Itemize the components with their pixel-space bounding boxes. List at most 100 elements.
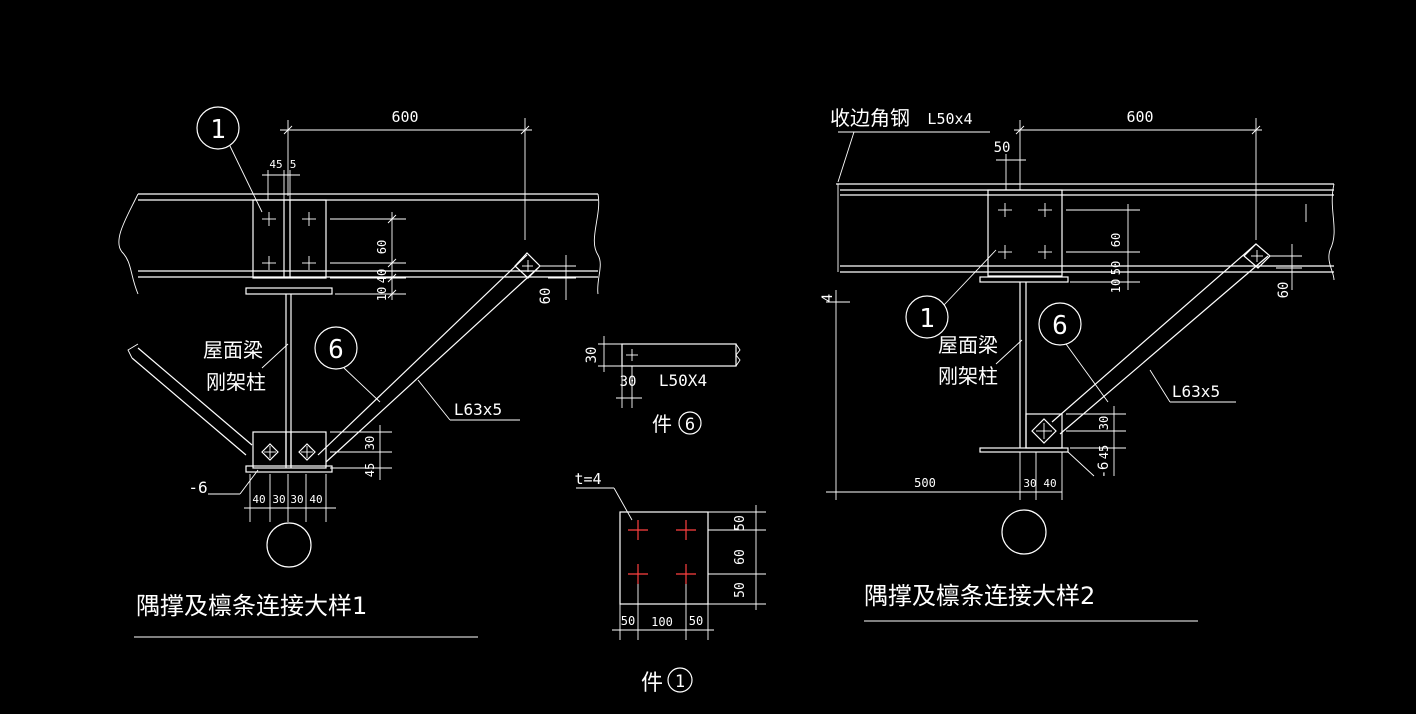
edge-angle-label-2: 收边角钢 <box>830 106 910 130</box>
dim-50-label-2: 50 <box>994 140 1011 156</box>
bottom-plate-1 <box>245 431 333 473</box>
dim-600-label-1: 600 <box>391 108 418 126</box>
bolts-1 <box>262 212 316 270</box>
beam-column-leader-1 <box>261 343 289 369</box>
callout-6-leader-2 <box>1065 343 1109 403</box>
plate-label-1: -6 <box>188 478 207 497</box>
dim-10-v-label-2: 10 <box>1109 279 1123 293</box>
dim-60-diag-label-1: 60 <box>538 288 554 305</box>
dim-600-label-2: 600 <box>1126 108 1153 126</box>
detail-1-title: 隅撑及檩条连接大样1 <box>136 592 367 620</box>
part-6-dims <box>598 336 642 408</box>
part-1-dim-bottom-3: 50 <box>689 614 703 628</box>
part-1: t=4 50 60 50 50 100 50 件 <box>574 470 766 696</box>
detail-1: 1 6 600 45 5 <box>118 106 601 638</box>
part-6-dim-30-h: 30 <box>620 374 637 390</box>
dim-45-5-1 <box>262 170 300 200</box>
part-6-dim-30-v: 30 <box>584 347 600 364</box>
dim-50-v-label-2: 50 <box>1109 261 1123 275</box>
dim-600-2 <box>1014 118 1262 240</box>
callout-1-leader-2 <box>943 249 997 306</box>
column-label-2: 刚架柱 <box>938 364 998 388</box>
plate-label-2: -6 <box>1096 462 1112 479</box>
dim-4-label-2: 4 <box>820 294 836 302</box>
dim-30-v-label-2: 30 <box>1097 416 1111 430</box>
beam-label-1: 屋面梁 <box>203 338 263 362</box>
dim-60-diag-1 <box>540 255 576 300</box>
column-label-1: 刚架柱 <box>206 370 266 394</box>
plate-leader-1 <box>239 469 259 495</box>
part-6-number-circle <box>678 411 702 435</box>
callout-6-leader <box>343 367 381 403</box>
callout-6-number: 6 <box>328 335 344 365</box>
part-1-label: 件 <box>641 671 663 696</box>
callout-6-circle-2 <box>1038 302 1082 346</box>
dim-bottom-right-1 <box>330 425 392 480</box>
dim-60-v-label-2: 60 <box>1109 233 1123 247</box>
beam-column-leader-2 <box>995 339 1023 365</box>
angle-label-1: L63x5 <box>454 400 502 419</box>
beam-connection-plate-1 <box>245 199 333 295</box>
bottom-dim-label-4: 40 <box>309 493 322 506</box>
callout-1-leader <box>229 145 263 213</box>
part-1-number: 1 <box>675 672 685 692</box>
bottom-dim-label-2: 30 <box>272 493 285 506</box>
brace-left-1 <box>127 343 253 456</box>
edge-angle-leader-2 <box>837 131 855 183</box>
dim-50-2 <box>996 154 1026 190</box>
dim-45-v-label-2: 45 <box>1097 445 1111 459</box>
angle-label-2: L63x5 <box>1172 382 1220 401</box>
dim-500-label-2: 500 <box>914 476 936 490</box>
callout-6-number-2: 6 <box>1052 311 1068 341</box>
callout-1-number: 1 <box>210 115 226 145</box>
part-6-angle <box>621 343 737 367</box>
dim-vertical-2 <box>1066 204 1140 290</box>
bolts-2 <box>998 203 1052 259</box>
part-6-number: 6 <box>685 415 695 435</box>
part-1-dims-right <box>708 505 766 610</box>
part-1-dim-bottom-2: 100 <box>651 615 673 629</box>
callout-1-circle <box>196 106 240 150</box>
angle-leader-1 <box>417 379 451 421</box>
detail-2-title: 隅撑及檩条连接大样2 <box>864 582 1095 610</box>
part-6-label: 件 <box>652 412 672 436</box>
roof-beam-1 <box>118 193 601 295</box>
dim-60-diag-label-2: 60 <box>1276 282 1292 299</box>
dim-10-v-label-1: 10 <box>375 287 389 301</box>
bottom-dim-label-1: 40 <box>252 493 265 506</box>
dim-30-label-2: 30 <box>1023 477 1036 490</box>
dim-30-v-label-1: 30 <box>363 436 377 450</box>
dim-40-label-2: 40 <box>1043 477 1056 490</box>
callout-6-circle <box>314 326 358 370</box>
dim-45-v-label-1: 45 <box>363 463 377 477</box>
part-1-dim-bottom-1: 50 <box>621 614 635 628</box>
part-1-dim-right-3: 50 <box>733 582 748 598</box>
part-6: 30 30 L50X4 件 6 <box>584 336 741 436</box>
column-section-circle-2 <box>1001 509 1047 555</box>
callout-1-circle-2 <box>905 295 949 339</box>
dim-bottom-right-2 <box>1066 406 1126 476</box>
brace-right-1 <box>317 252 541 463</box>
detail-2: 收边角钢 L50x4 600 50 60 50 10 <box>820 106 1335 622</box>
part-1-dims-bottom <box>612 584 714 640</box>
part-1-plate <box>619 511 709 605</box>
beam-label-2: 屋面梁 <box>938 333 998 357</box>
part-1-bolt-holes <box>628 520 696 584</box>
dim-600-1 <box>280 118 532 240</box>
dim-vertical-1 <box>330 212 406 300</box>
dim-5-label-1: 5 <box>290 158 297 171</box>
part-1-number-circle <box>667 667 693 693</box>
part-1-thickness: t=4 <box>574 470 601 488</box>
dim-60-diag-2 <box>1270 244 1302 290</box>
part-1-dim-right-1: 50 <box>733 515 748 531</box>
dim-45-label-1: 45 <box>269 158 282 171</box>
dim-60-v-label-1: 60 <box>375 240 389 254</box>
roof-beam-2 <box>836 183 1335 281</box>
column-1 <box>285 294 292 466</box>
part-1-dim-right-2: 60 <box>733 549 748 565</box>
plate-leader-2 <box>1067 451 1095 477</box>
bottom-dim-label-3: 30 <box>290 493 303 506</box>
part-6-size: L50X4 <box>659 371 707 390</box>
edge-angle-size-2: L50x4 <box>927 110 972 128</box>
